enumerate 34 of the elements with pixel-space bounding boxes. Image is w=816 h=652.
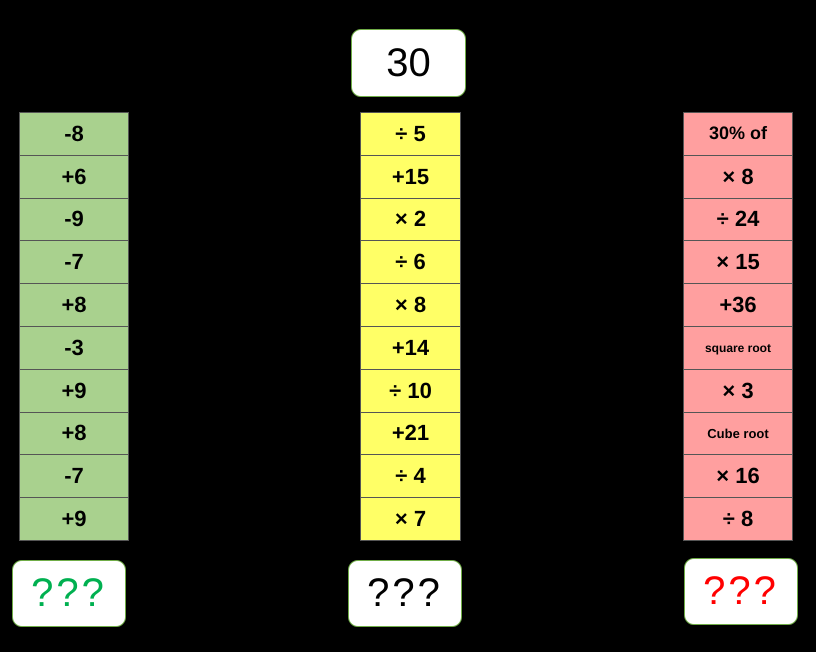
operation-cell: Cube root <box>683 412 793 456</box>
operation-cell: square root <box>683 326 793 370</box>
operation-cell: ÷ 4 <box>360 454 461 498</box>
operation-cell: × 8 <box>360 283 461 327</box>
operation-cell: ÷ 24 <box>683 198 793 242</box>
start-number-box: 30 <box>351 29 466 97</box>
operation-cell: +8 <box>19 412 129 456</box>
operation-cell: +6 <box>19 154 129 199</box>
operation-cell: -7 <box>19 454 129 498</box>
operation-cell: × 2 <box>360 198 461 242</box>
operation-cell: +15 <box>360 154 461 199</box>
operation-cell: +8 <box>19 283 129 327</box>
answer-box: ??? <box>348 560 462 627</box>
operation-cell: -7 <box>19 240 129 284</box>
operation-cell: -3 <box>19 326 129 370</box>
operation-cell: +14 <box>360 326 461 370</box>
operation-cell: -8 <box>19 112 129 156</box>
operation-cell: ÷ 8 <box>683 497 793 541</box>
operation-cell: +9 <box>19 497 129 541</box>
operation-cell: ÷ 6 <box>360 240 461 284</box>
operation-cell: -9 <box>19 198 129 242</box>
operation-cell: × 3 <box>683 368 793 413</box>
operation-cell: ÷ 5 <box>360 112 461 156</box>
operation-cell: +36 <box>683 283 793 327</box>
operation-cell: 30% of <box>683 112 793 156</box>
answer-box: ??? <box>12 560 126 627</box>
operation-cell: +9 <box>19 368 129 413</box>
operation-cell: × 7 <box>360 497 461 541</box>
operation-cell: × 15 <box>683 240 793 284</box>
answer-box: ??? <box>684 558 798 625</box>
operation-cell: × 8 <box>683 154 793 199</box>
operation-cell: ÷ 10 <box>360 368 461 413</box>
operation-cell: × 16 <box>683 454 793 498</box>
operation-cell: +21 <box>360 412 461 456</box>
